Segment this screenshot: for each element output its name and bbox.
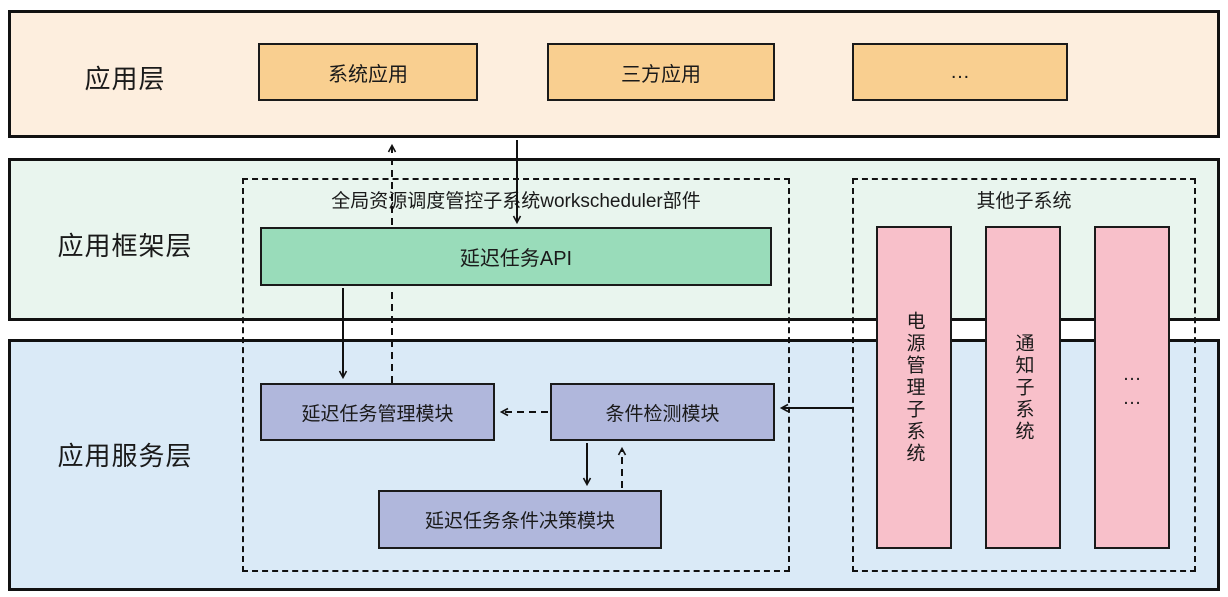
box-more-apps-label: … (950, 60, 970, 83)
box-delayed-task-api-label: 延迟任务API (459, 248, 573, 270)
box-more-apps: … (852, 43, 1068, 101)
group-other-subsystems-title: 其他子系统 (976, 191, 1072, 212)
box-more-subsystems: …… (1094, 226, 1170, 549)
box-more-subsystems-label: …… (1121, 363, 1143, 412)
box-notification-subsystem-label: 通知子系统 (1012, 332, 1034, 443)
box-system-app: 系统应用 (258, 43, 478, 101)
box-task-manager-module-label: 延迟任务管理模块 (301, 403, 454, 425)
box-notification-subsystem: 通知子系统 (985, 226, 1061, 549)
group-other-subsystems: 其他子系统 (852, 178, 1196, 572)
box-condition-detect-module: 条件检测模块 (550, 383, 775, 441)
box-system-app-label: 系统应用 (328, 63, 408, 86)
box-power-subsystem-label: 电源管理子系统 (903, 310, 925, 465)
box-third-party-app-label: 三方应用 (621, 63, 701, 86)
box-decision-module-label: 延迟任务条件决策模块 (424, 511, 615, 532)
box-third-party-app: 三方应用 (547, 43, 775, 101)
layer-label-application: 应用层 (84, 64, 166, 94)
box-power-subsystem: 电源管理子系统 (876, 226, 952, 549)
box-task-manager-module: 延迟任务管理模块 (260, 383, 495, 441)
box-decision-module: 延迟任务条件决策模块 (378, 490, 662, 549)
layer-label-framework: 应用框架层 (57, 231, 193, 261)
layer-label-service: 应用服务层 (57, 441, 193, 471)
group-workscheduler-title: 全局资源调度管控子系统workscheduler部件 (331, 191, 701, 212)
box-delayed-task-api: 延迟任务API (260, 227, 772, 286)
box-condition-detect-module-label: 条件检测模块 (605, 403, 720, 425)
